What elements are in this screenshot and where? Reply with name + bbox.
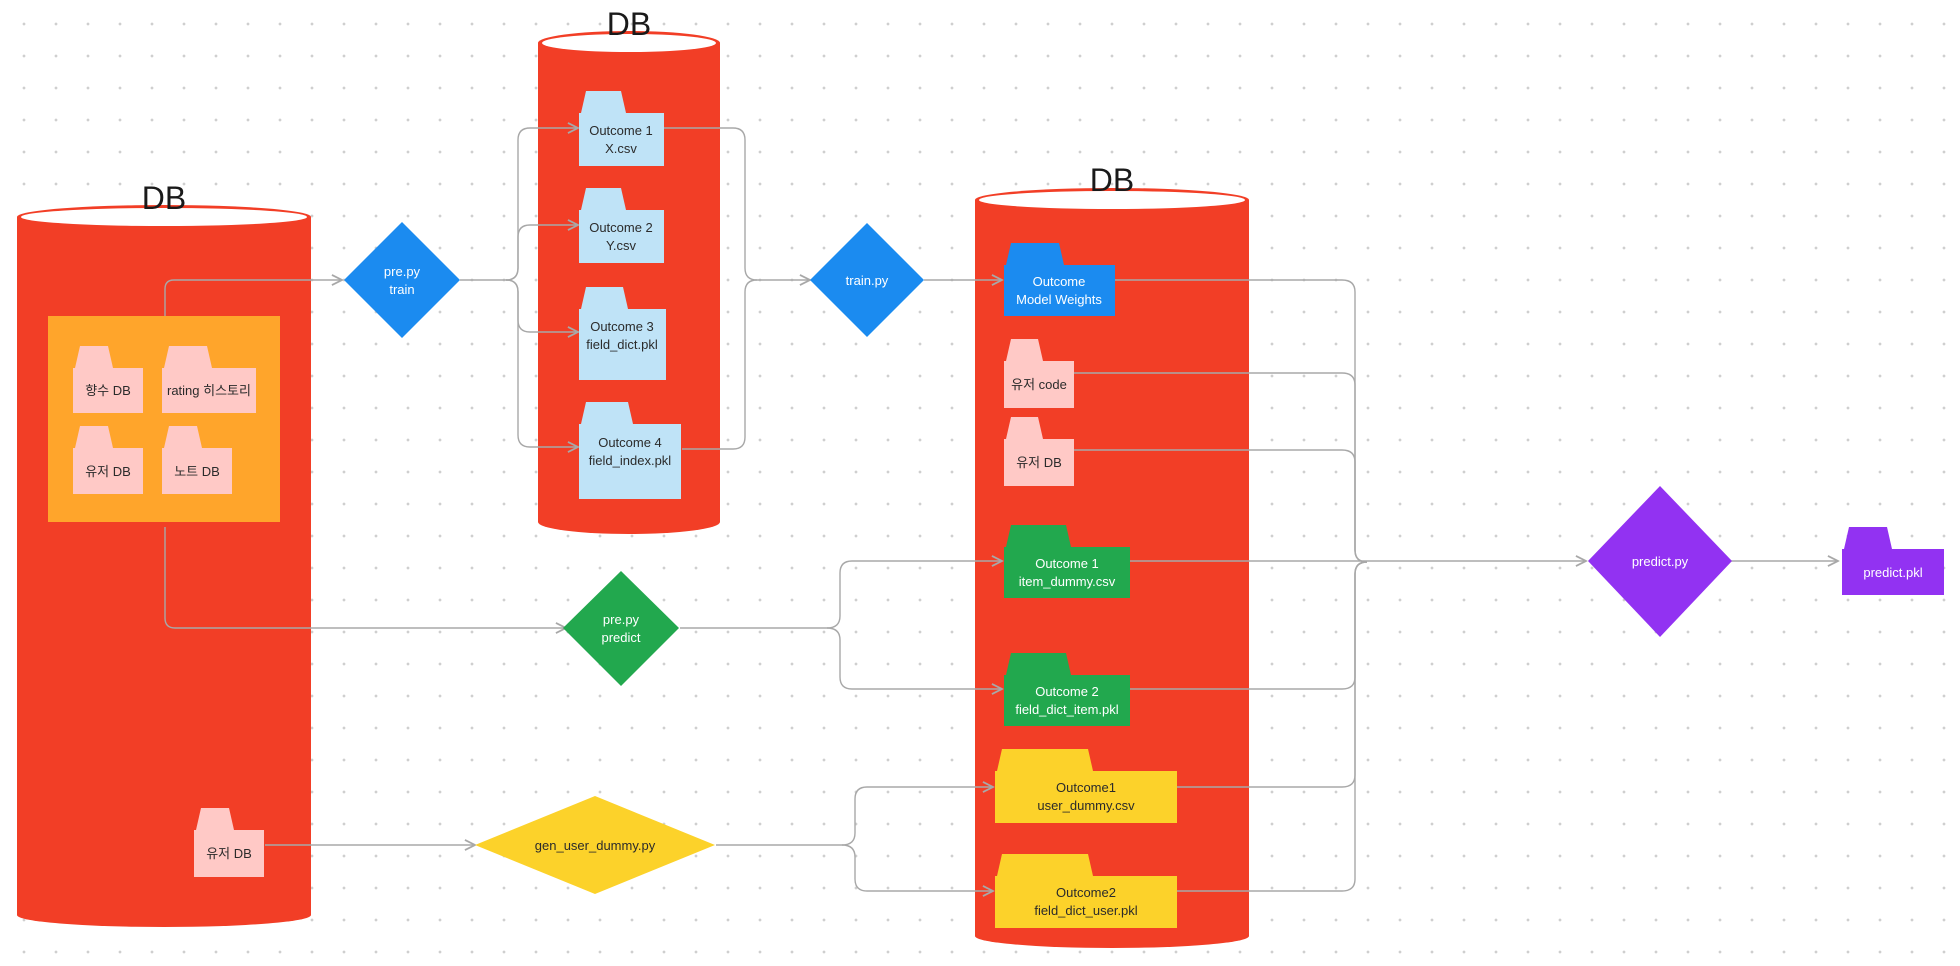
svg-text:Y.csv: Y.csv: [606, 238, 637, 253]
svg-text:rating 히스토리: rating 히스토리: [167, 383, 251, 398]
svg-text:pre.py: pre.py: [603, 612, 640, 627]
middle-db-label: DB: [607, 6, 651, 42]
svg-text:Outcome: Outcome: [1033, 274, 1086, 289]
process-train-diamond[interactable]: train.py: [810, 223, 924, 337]
edge-field-user-to-predict: [1176, 561, 1368, 892]
edge-prepredict-to-field-item: [826, 627, 1002, 689]
svg-text:Outcome 2: Outcome 2: [589, 220, 653, 235]
folder-rating-history-icon[interactable]: rating 히스토리: [162, 346, 256, 413]
edge-pretrain-to-o2: [505, 225, 578, 281]
edge-source-to-prepredict: [164, 527, 566, 628]
svg-text:train.py: train.py: [846, 273, 889, 288]
folder-note-db-icon[interactable]: 노트 DB: [162, 426, 232, 494]
folder-user-dummy-csv-icon[interactable]: Outcome1 user_dummy.csv: [995, 749, 1177, 823]
folder-user-db-icon[interactable]: 유저 DB: [73, 426, 143, 494]
svg-text:유저 DB: 유저 DB: [85, 464, 131, 479]
edge-pretrain-to-o4: [505, 279, 578, 447]
svg-text:Outcome 1: Outcome 1: [1035, 556, 1099, 571]
folder-field-dict-item-icon[interactable]: Outcome 2 field_dict_item.pkl: [1004, 653, 1130, 726]
folder-item-dummy-csv-icon[interactable]: Outcome 1 item_dummy.csv: [1004, 525, 1130, 598]
folder-user-db-bottom-icon[interactable]: 유저 DB: [194, 808, 264, 877]
svg-text:유저 code: 유저 code: [1011, 377, 1067, 392]
process-gen-user-dummy-diamond[interactable]: gen_user_dummy.py: [475, 796, 715, 894]
svg-text:pre.py: pre.py: [384, 264, 421, 279]
folder-user-code-icon[interactable]: 유저 code: [1004, 339, 1074, 408]
svg-text:train: train: [389, 282, 414, 297]
svg-text:field_dict.pkl: field_dict.pkl: [586, 337, 658, 352]
svg-text:predict.pkl: predict.pkl: [1863, 565, 1922, 580]
process-pre-train-diamond[interactable]: pre.py train: [344, 222, 460, 338]
svg-text:predict: predict: [601, 630, 640, 645]
svg-text:유저 DB: 유저 DB: [1016, 455, 1062, 470]
folder-field-dict-user-icon[interactable]: Outcome2 field_dict_user.pkl: [995, 854, 1177, 928]
left-db-cylinder: DB: [17, 180, 311, 927]
svg-text:Outcome 1: Outcome 1: [589, 123, 653, 138]
left-db-rim: [21, 208, 307, 226]
folder-outcome4-field-index-icon[interactable]: Outcome 4 field_index.pkl: [579, 402, 681, 499]
folder-predict-pkl-icon[interactable]: predict.pkl: [1842, 527, 1944, 595]
svg-text:Outcome 2: Outcome 2: [1035, 684, 1099, 699]
svg-text:노트 DB: 노트 DB: [174, 464, 220, 479]
folder-right-user-db-icon[interactable]: 유저 DB: [1004, 417, 1074, 486]
middle-db-rim: [542, 34, 716, 52]
edge-source-to-pretrain: [164, 280, 342, 316]
process-pre-predict-diamond[interactable]: pre.py predict: [563, 571, 679, 686]
edge-prepredict-to-item-dummy: [680, 561, 1002, 629]
svg-text:field_index.pkl: field_index.pkl: [589, 453, 671, 468]
svg-text:Outcome 3: Outcome 3: [590, 319, 654, 334]
connectors: [164, 127, 1838, 892]
process-predict-diamond[interactable]: predict.py: [1588, 486, 1732, 637]
svg-text:Outcome1: Outcome1: [1056, 780, 1116, 795]
edge-gen-to-field-user: [841, 844, 993, 891]
svg-text:X.csv: X.csv: [605, 141, 637, 156]
svg-text:field_dict_user.pkl: field_dict_user.pkl: [1034, 903, 1137, 918]
folder-outcome1-x-csv-icon[interactable]: Outcome 1 X.csv: [579, 91, 664, 166]
svg-text:Outcome2: Outcome2: [1056, 885, 1116, 900]
left-db-label: DB: [142, 180, 186, 216]
svg-text:user_dummy.csv: user_dummy.csv: [1037, 798, 1135, 813]
folder-outcome3-field-dict-icon[interactable]: Outcome 3 field_dict.pkl: [579, 287, 666, 380]
folder-hyangsu-db-icon[interactable]: 향수 DB: [73, 346, 143, 413]
edge-o1-to-train: [664, 127, 810, 280]
folder-model-weights-icon[interactable]: Outcome Model Weights: [1004, 243, 1115, 316]
edge-gen-to-user-dummy: [716, 787, 993, 846]
svg-text:field_dict_item.pkl: field_dict_item.pkl: [1015, 702, 1118, 717]
right-db-rim: [979, 191, 1245, 209]
svg-text:Model Weights: Model Weights: [1016, 292, 1102, 307]
svg-text:유저 DB: 유저 DB: [206, 846, 252, 861]
edge-o4-to-train: [682, 279, 758, 450]
svg-text:향수 DB: 향수 DB: [85, 383, 131, 398]
svg-text:predict.py: predict.py: [1632, 554, 1689, 569]
svg-text:Outcome 4: Outcome 4: [598, 435, 662, 450]
svg-text:gen_user_dummy.py: gen_user_dummy.py: [535, 838, 656, 853]
folder-outcome2-y-csv-icon[interactable]: Outcome 2 Y.csv: [579, 188, 664, 263]
right-db-label: DB: [1090, 162, 1134, 198]
svg-text:item_dummy.csv: item_dummy.csv: [1019, 574, 1116, 589]
